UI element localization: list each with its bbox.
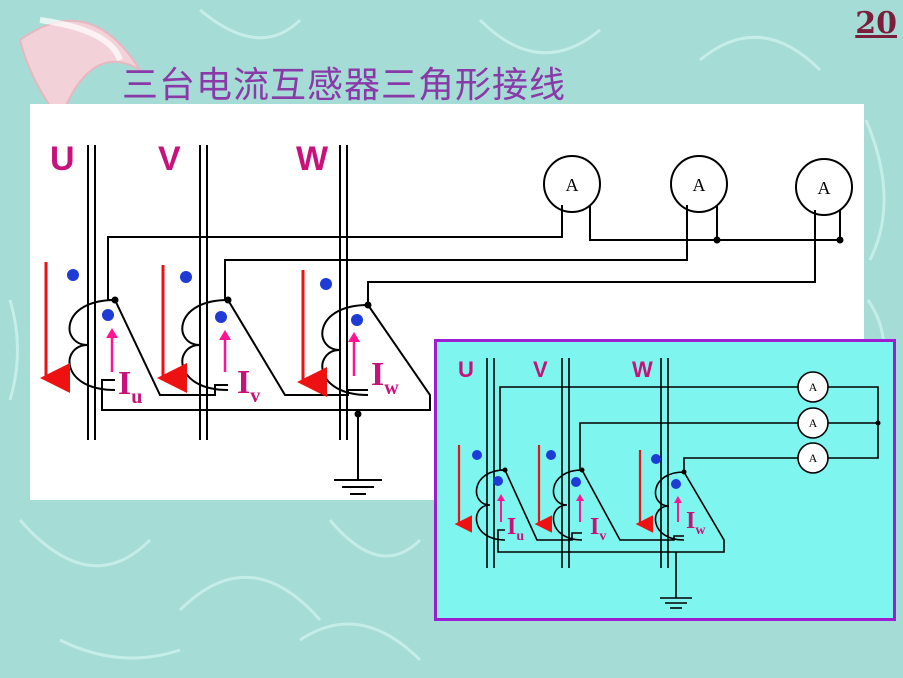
polarity-dot-secondary-u	[102, 309, 114, 321]
common-return	[589, 205, 841, 241]
junction-dot	[111, 296, 119, 304]
main-wiring-diagram: U V W Iu Iv Iw A A A	[40, 140, 853, 495]
polarity-dot-secondary-v	[215, 311, 227, 323]
inset-current-label-w: Iw	[686, 508, 706, 538]
ammeter-3-label: A	[818, 178, 831, 198]
inset-ct-coil-u	[475, 469, 506, 541]
bg-swirl	[18, 519, 152, 568]
inset-wiring-diagram: U V W Iu Iv Iw A A A	[454, 357, 881, 609]
current-label-v: Iv	[237, 364, 260, 407]
inset-current-label-v: Iv	[590, 514, 606, 544]
arrowhead	[576, 494, 584, 501]
phase-label-v: V	[158, 140, 181, 178]
inset-polarity-dot	[546, 450, 556, 460]
inset-phase-label-v: V	[533, 357, 548, 382]
inset-ammeter-3	[797, 442, 829, 474]
polarity-dot-primary-w	[320, 278, 332, 290]
inset-diagram-panel: U V W Iu Iv Iw A A A	[434, 339, 896, 621]
ct-coil-u	[68, 299, 116, 391]
ct-coil-w	[321, 304, 369, 396]
junction-dot	[713, 236, 721, 244]
arrowhead	[219, 330, 231, 340]
inset-ammeter-2	[797, 407, 829, 439]
inset-junction-dot	[681, 469, 687, 475]
inset-delta-link	[581, 469, 684, 541]
phase-label-w: W	[296, 140, 329, 178]
inset-ammeter-2-label: A	[809, 416, 818, 430]
logo-swoosh-highlight	[39, 17, 123, 62]
ct-coil-v	[181, 299, 229, 391]
arrowhead	[348, 332, 360, 342]
inset-delta-link	[497, 471, 725, 553]
inset-polarity-dot	[472, 450, 482, 460]
current-label-u: Iu	[118, 365, 142, 408]
inset-ammeter-1	[797, 371, 829, 403]
delta-link	[114, 299, 228, 396]
bg-swirl	[864, 119, 886, 261]
inset-phase-label-u: U	[458, 357, 474, 382]
inset-current-label-u: Iu	[507, 514, 524, 544]
inset-ammeter-3-label: A	[809, 451, 818, 465]
polarity-dot-primary-u	[67, 269, 79, 281]
lead-u	[107, 205, 563, 301]
inset-junction-dot	[579, 467, 585, 473]
bg-swirl	[699, 35, 822, 72]
bg-swirl	[178, 576, 322, 621]
inset-polarity-dot	[671, 479, 681, 489]
bg-swirl	[478, 18, 601, 55]
polarity-dot-primary-v	[180, 271, 192, 283]
ammeter-3	[795, 158, 853, 216]
bg-swirl	[199, 8, 302, 40]
delta-link	[101, 304, 431, 411]
lead-w	[367, 210, 816, 305]
bg-swirl	[59, 638, 181, 660]
delta-link	[227, 299, 368, 396]
polarity-dot-secondary-w	[351, 314, 363, 326]
inset-ammeter-1-label: A	[809, 380, 818, 394]
junction-dot	[354, 410, 362, 418]
ammeter-2-label: A	[693, 175, 706, 195]
inset-delta-link	[504, 469, 582, 541]
inset-polarity-dot	[651, 454, 661, 464]
inset-ct-coil-w	[654, 471, 685, 541]
phase-label-u: U	[50, 140, 75, 178]
bg-swirl	[8, 299, 19, 401]
bg-swirl	[328, 519, 422, 558]
ammeter-1	[543, 155, 601, 213]
inset-lead-v	[579, 422, 798, 471]
junction-dot	[364, 301, 372, 309]
current-label-w: Iw	[371, 356, 399, 399]
arrowhead	[674, 496, 682, 503]
ammeter-1-label: A	[566, 175, 579, 195]
page-number: 20	[855, 6, 897, 41]
junction-dot	[836, 236, 844, 244]
junction-dot	[224, 296, 232, 304]
inset-phase-label-w: W	[632, 357, 653, 382]
inset-lead-w	[683, 457, 798, 472]
bg-swirl	[299, 622, 422, 662]
inset-polarity-dot	[493, 476, 503, 486]
ammeter-2	[670, 155, 728, 213]
lead-v	[224, 205, 688, 301]
inset-junction-dot	[875, 420, 881, 426]
arrowhead	[497, 494, 505, 501]
slide-title: 三台电流互感器三角形接线	[122, 65, 567, 106]
arrowhead	[106, 328, 118, 338]
inset-polarity-dot	[571, 477, 581, 487]
inset-junction-dot	[502, 467, 508, 473]
inset-ct-coil-v	[552, 469, 583, 541]
